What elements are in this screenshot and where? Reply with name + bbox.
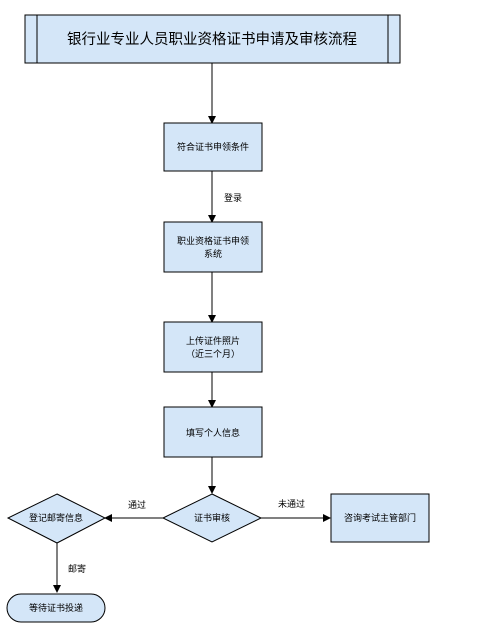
step-application-system-line2: 系统 <box>204 248 222 260</box>
step-wait-delivery-label: 等待证书投递 <box>29 602 83 614</box>
step-fill-info: 填写个人信息 <box>163 406 263 458</box>
decision-review-label: 证书审核 <box>194 512 230 524</box>
step-fill-info-label: 填写个人信息 <box>186 427 240 439</box>
step-application-system-line1: 职业资格证书申领 <box>177 235 249 247</box>
edge-label-login: 登录 <box>224 193 242 204</box>
decision-review: 证书审核 <box>161 493 263 543</box>
title-text: 银行业专业人员职业资格证书申请及审核流程 <box>67 31 357 48</box>
step-register-mailing-label: 登记邮寄信息 <box>29 512 83 524</box>
step-wait-delivery: 等待证书投递 <box>6 593 106 623</box>
step-eligibility: 符合证书申领条件 <box>163 122 263 172</box>
step-upload-photo-line2: （近三个月） <box>186 348 240 360</box>
step-eligibility-label: 符合证书申领条件 <box>177 141 249 153</box>
step-consult-department-label: 咨询考试主管部门 <box>344 512 416 524</box>
edge-label-fail: 未通过 <box>278 498 305 510</box>
edge-label-pass: 通过 <box>128 499 146 511</box>
step-application-system: 职业资格证书申领 系统 <box>163 221 263 273</box>
step-register-mailing: 登记邮寄信息 <box>6 493 107 544</box>
edge-label-mail: 邮寄 <box>68 563 86 575</box>
title-banner: 银行业专业人员职业资格证书申请及审核流程 <box>24 14 401 64</box>
step-upload-photo-line1: 上传证件照片 <box>186 335 240 347</box>
step-upload-photo: 上传证件照片 （近三个月） <box>163 321 263 373</box>
step-consult-department: 咨询考试主管部门 <box>330 493 430 543</box>
